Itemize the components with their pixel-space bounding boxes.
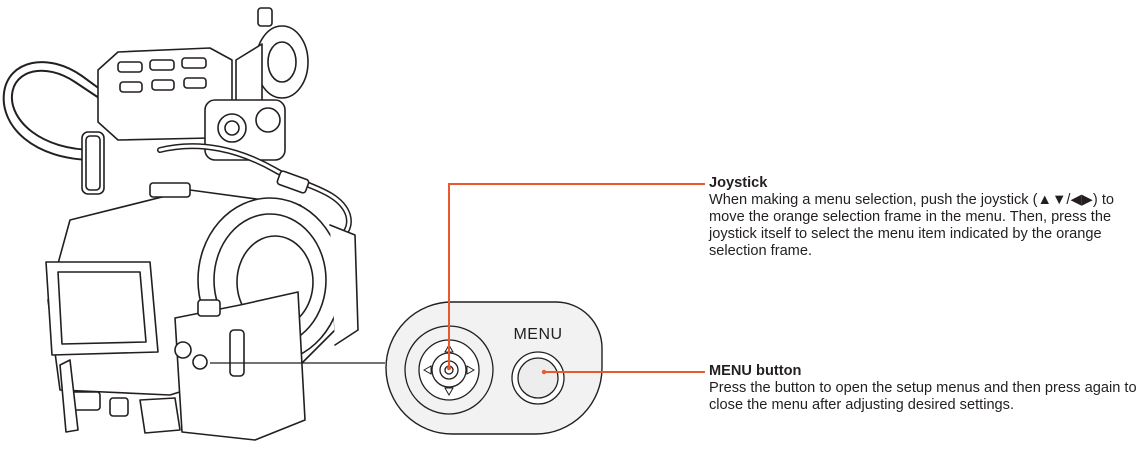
joystick-leader-dot bbox=[446, 365, 452, 371]
leader-lines bbox=[448, 183, 705, 373]
menu-button-label: MENU bbox=[513, 326, 562, 343]
joystick-callout-text: When making a menu selection, push the j… bbox=[709, 192, 1114, 259]
menu-button-callout-text: Press the button to open the setup menus… bbox=[709, 380, 1137, 413]
joystick-callout-title: Joystick bbox=[709, 175, 768, 191]
joystick-callout: Joystick When making a menu selection, p… bbox=[709, 175, 1139, 260]
joystick-leader-line bbox=[448, 183, 705, 368]
menu-leader-dot bbox=[541, 369, 547, 375]
menu-button-callout-title: MENU button bbox=[709, 363, 802, 379]
menu-button-callout: MENU button Press the button to open the… bbox=[709, 363, 1139, 414]
camcorder-illustration bbox=[2, 7, 359, 441]
menu-button-icon[interactable] bbox=[511, 351, 565, 405]
